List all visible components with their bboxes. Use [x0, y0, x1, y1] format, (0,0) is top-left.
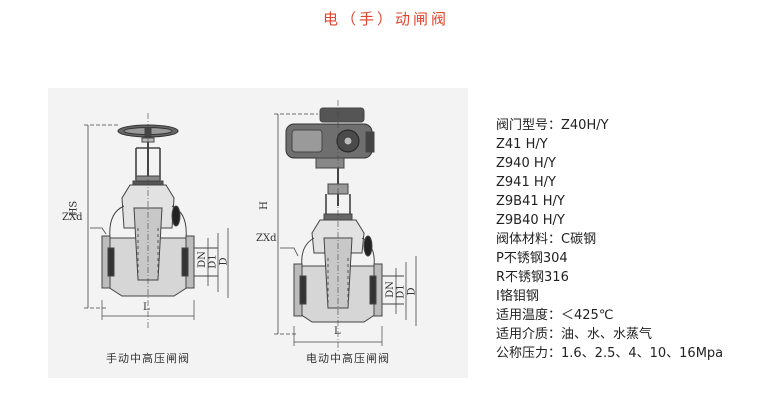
spec-item: Z9B41 H/Y [496, 194, 565, 209]
spec-item: P不锈钢304 [496, 251, 568, 266]
electric-actuator-icon [285, 107, 375, 169]
electric-dn-label: DN [384, 281, 396, 298]
spec-item: Z41 H/Y [496, 137, 548, 152]
spec-item: 阀体材料：C碳钢 [496, 232, 597, 247]
spec-item: R不锈钢316 [496, 270, 569, 285]
spec-item: Z940 H/Y [496, 156, 556, 171]
electric-l-label: L [334, 326, 341, 337]
spec-item: 适用温度：＜425℃ [496, 308, 614, 323]
electric-zxd-label: ZXd [256, 233, 277, 244]
manual-d1-label: D1 [207, 254, 219, 269]
manual-valve [84, 113, 229, 328]
manual-l-label: L [143, 302, 150, 313]
page-title: 电（手）动闸阀 [322, 10, 449, 28]
electric-valve-caption: 电动中高压闸阀 [306, 352, 390, 365]
electric-h-label: H [258, 201, 270, 210]
electric-d-label: D [406, 287, 418, 296]
spec-item: 适用介质：油、水、水蒸气 [496, 327, 653, 342]
manual-valve-caption: 手动中高压闸阀 [106, 352, 190, 365]
electric-d1-label: D1 [395, 284, 407, 299]
electric-valve [274, 100, 417, 352]
spec-item: I铬钼钢 [496, 289, 539, 304]
spec-item: 公称压力：1.6、2.5、4、10、16Mpa [496, 346, 724, 361]
manual-dn-label: DN [196, 251, 208, 268]
spec-list: 阀门型号：Z40H/Y Z41 H/Y Z940 H/Y Z941 H/Y Z9… [496, 116, 723, 363]
valve-drawing-panel: HS ZXd DN D1 D L H ZXd DN D1 D L 手动中高压闸阀… [48, 88, 468, 378]
manual-d-label: D [218, 257, 230, 266]
spec-item: Z9B40 H/Y [496, 213, 565, 228]
spec-item: Z941 H/Y [496, 175, 556, 190]
manual-zxd-label: ZXd [62, 212, 83, 223]
valve-technical-drawing [84, 100, 417, 352]
spec-item: 阀门型号：Z40H/Y [496, 118, 609, 133]
